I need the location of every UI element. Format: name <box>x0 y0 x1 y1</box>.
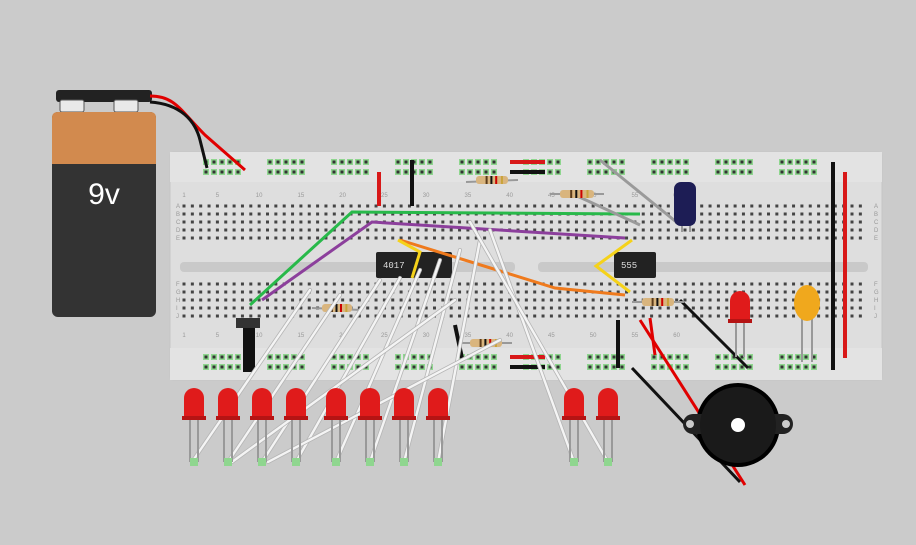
column-number: 1 <box>182 333 186 339</box>
white-wire <box>334 268 422 464</box>
led <box>216 388 240 466</box>
yellow-wire-2 <box>593 238 633 294</box>
white-wire <box>230 298 457 464</box>
column-number: 40 <box>506 333 513 339</box>
led <box>596 388 620 466</box>
row-letter: J <box>176 314 179 320</box>
led <box>250 388 274 466</box>
white-wire <box>368 258 442 464</box>
tantalum-capacitor <box>794 285 820 362</box>
column-number: 15 <box>298 193 305 199</box>
ic-555-label: 555 <box>621 261 637 271</box>
row-letter: J <box>874 314 877 320</box>
battery-black-lead <box>149 100 209 169</box>
battery-label: 9v <box>88 178 120 211</box>
column-number: 35 <box>465 193 472 199</box>
led <box>284 388 308 466</box>
row-letter: B <box>176 212 180 218</box>
column-number: 55 <box>632 333 639 339</box>
column-number: 40 <box>506 193 513 199</box>
column-number: 30 <box>423 333 430 339</box>
row-letter: D <box>176 228 181 234</box>
column-number: 25 <box>381 333 388 339</box>
red-wire-3 <box>648 317 657 356</box>
column-number: 45 <box>548 333 555 339</box>
potentiometer <box>236 318 260 372</box>
gray-wire-1 <box>574 193 641 227</box>
column-number: 5 <box>216 193 220 199</box>
row-letter: G <box>176 290 181 296</box>
column-number: 15 <box>298 333 305 339</box>
white-wire <box>436 238 482 464</box>
led <box>324 388 348 466</box>
piezo-buzzer <box>630 319 793 486</box>
row-letter: H <box>176 298 180 304</box>
column-number: 35 <box>465 333 472 339</box>
column-number: 55 <box>632 193 639 199</box>
leds <box>182 291 752 466</box>
column-number: 50 <box>590 333 597 339</box>
led <box>182 388 206 466</box>
white-wire <box>190 288 312 464</box>
column-number: 60 <box>673 333 680 339</box>
yellow-wire-1 <box>397 238 422 279</box>
orange-wire <box>399 238 626 297</box>
resistor <box>550 190 604 198</box>
resistor <box>632 298 684 306</box>
ic-4017: 4017 <box>376 252 452 278</box>
led <box>562 388 586 466</box>
led <box>728 291 752 357</box>
row-letter: I <box>874 306 876 312</box>
column-number: 5 <box>216 333 220 339</box>
row-letter: E <box>176 236 180 242</box>
white-wire <box>468 220 610 464</box>
row-letter: I <box>176 306 178 312</box>
battery-cap <box>52 112 156 164</box>
column-number: 30 <box>423 193 430 199</box>
led <box>392 388 416 466</box>
white-wire <box>226 293 342 464</box>
column-number: 10 <box>256 333 263 339</box>
rail-jumpers <box>377 160 847 370</box>
resistors <box>311 176 684 347</box>
row-letter: F <box>874 282 878 288</box>
white-wire <box>402 248 462 464</box>
led <box>426 388 450 466</box>
electrolytic-capacitor <box>674 182 696 232</box>
row-letter: A <box>176 204 180 210</box>
gray-wire-2 <box>599 158 681 227</box>
ic-4017-label: 4017 <box>383 261 405 271</box>
battery-9v: 9v <box>52 90 156 317</box>
row-letter: G <box>874 290 879 296</box>
row-letter: F <box>176 282 180 288</box>
row-letter: D <box>874 228 879 234</box>
row-letter: B <box>874 212 878 218</box>
row-letter: H <box>874 298 878 304</box>
column-number: 25 <box>381 193 388 199</box>
row-letter: C <box>874 220 879 226</box>
ic-555: 555 <box>614 252 656 278</box>
purple-wire <box>261 220 626 302</box>
column-numbers: 1155101015152020252530303535404045455050… <box>182 193 680 339</box>
white-wire <box>266 338 502 464</box>
battery-red-lead <box>149 94 246 172</box>
column-number: 45 <box>548 193 555 199</box>
green-wire <box>248 210 641 307</box>
white-wire <box>488 228 576 464</box>
column-number: 20 <box>339 193 346 199</box>
white-wires <box>190 220 610 464</box>
white-wire <box>260 278 382 464</box>
column-number: 1 <box>182 193 186 199</box>
white-wire <box>294 276 402 464</box>
breadboard: 1155101015152020252530303535404045455050… <box>169 151 883 381</box>
row-letter: E <box>874 236 878 242</box>
row-letter: C <box>176 220 181 226</box>
led <box>358 388 382 466</box>
resistor <box>465 176 519 184</box>
column-number: 10 <box>256 193 263 199</box>
row-letter: A <box>874 204 878 210</box>
